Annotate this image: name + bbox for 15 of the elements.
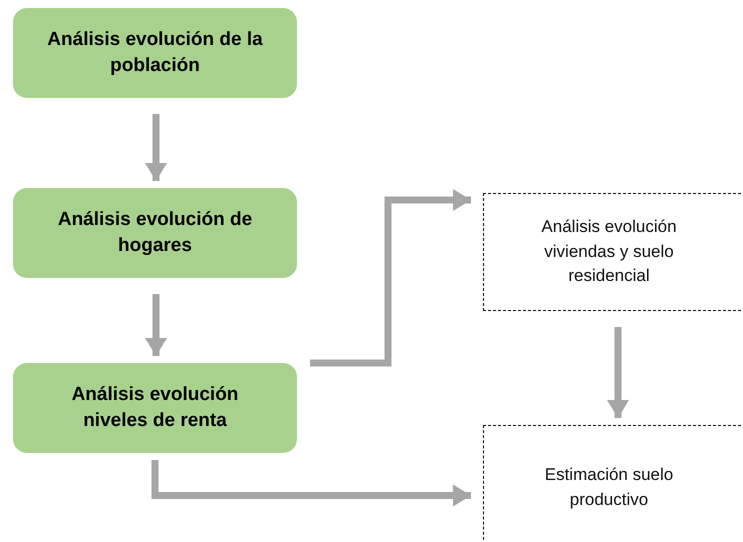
- arrow: [607, 327, 629, 418]
- process-box: [13, 8, 297, 98]
- node-label: Estimación suelo productivo: [544, 464, 674, 510]
- arrow: [145, 294, 167, 356]
- node-label: Análisis evolución de hogares: [56, 208, 254, 258]
- arrow: [145, 114, 167, 181]
- process-box: [13, 188, 297, 278]
- arrow: [310, 189, 471, 366]
- dashed-box: [483, 193, 743, 311]
- process-box: [13, 363, 297, 453]
- node-label: Análisis evolución de la población: [46, 28, 264, 78]
- arrow: [152, 460, 471, 506]
- node-label: Análisis evolución niveles de renta: [70, 383, 240, 433]
- node-label: Análisis evolución viviendas y suelo residencial: [540, 216, 678, 288]
- dashed-box: [483, 425, 743, 542]
